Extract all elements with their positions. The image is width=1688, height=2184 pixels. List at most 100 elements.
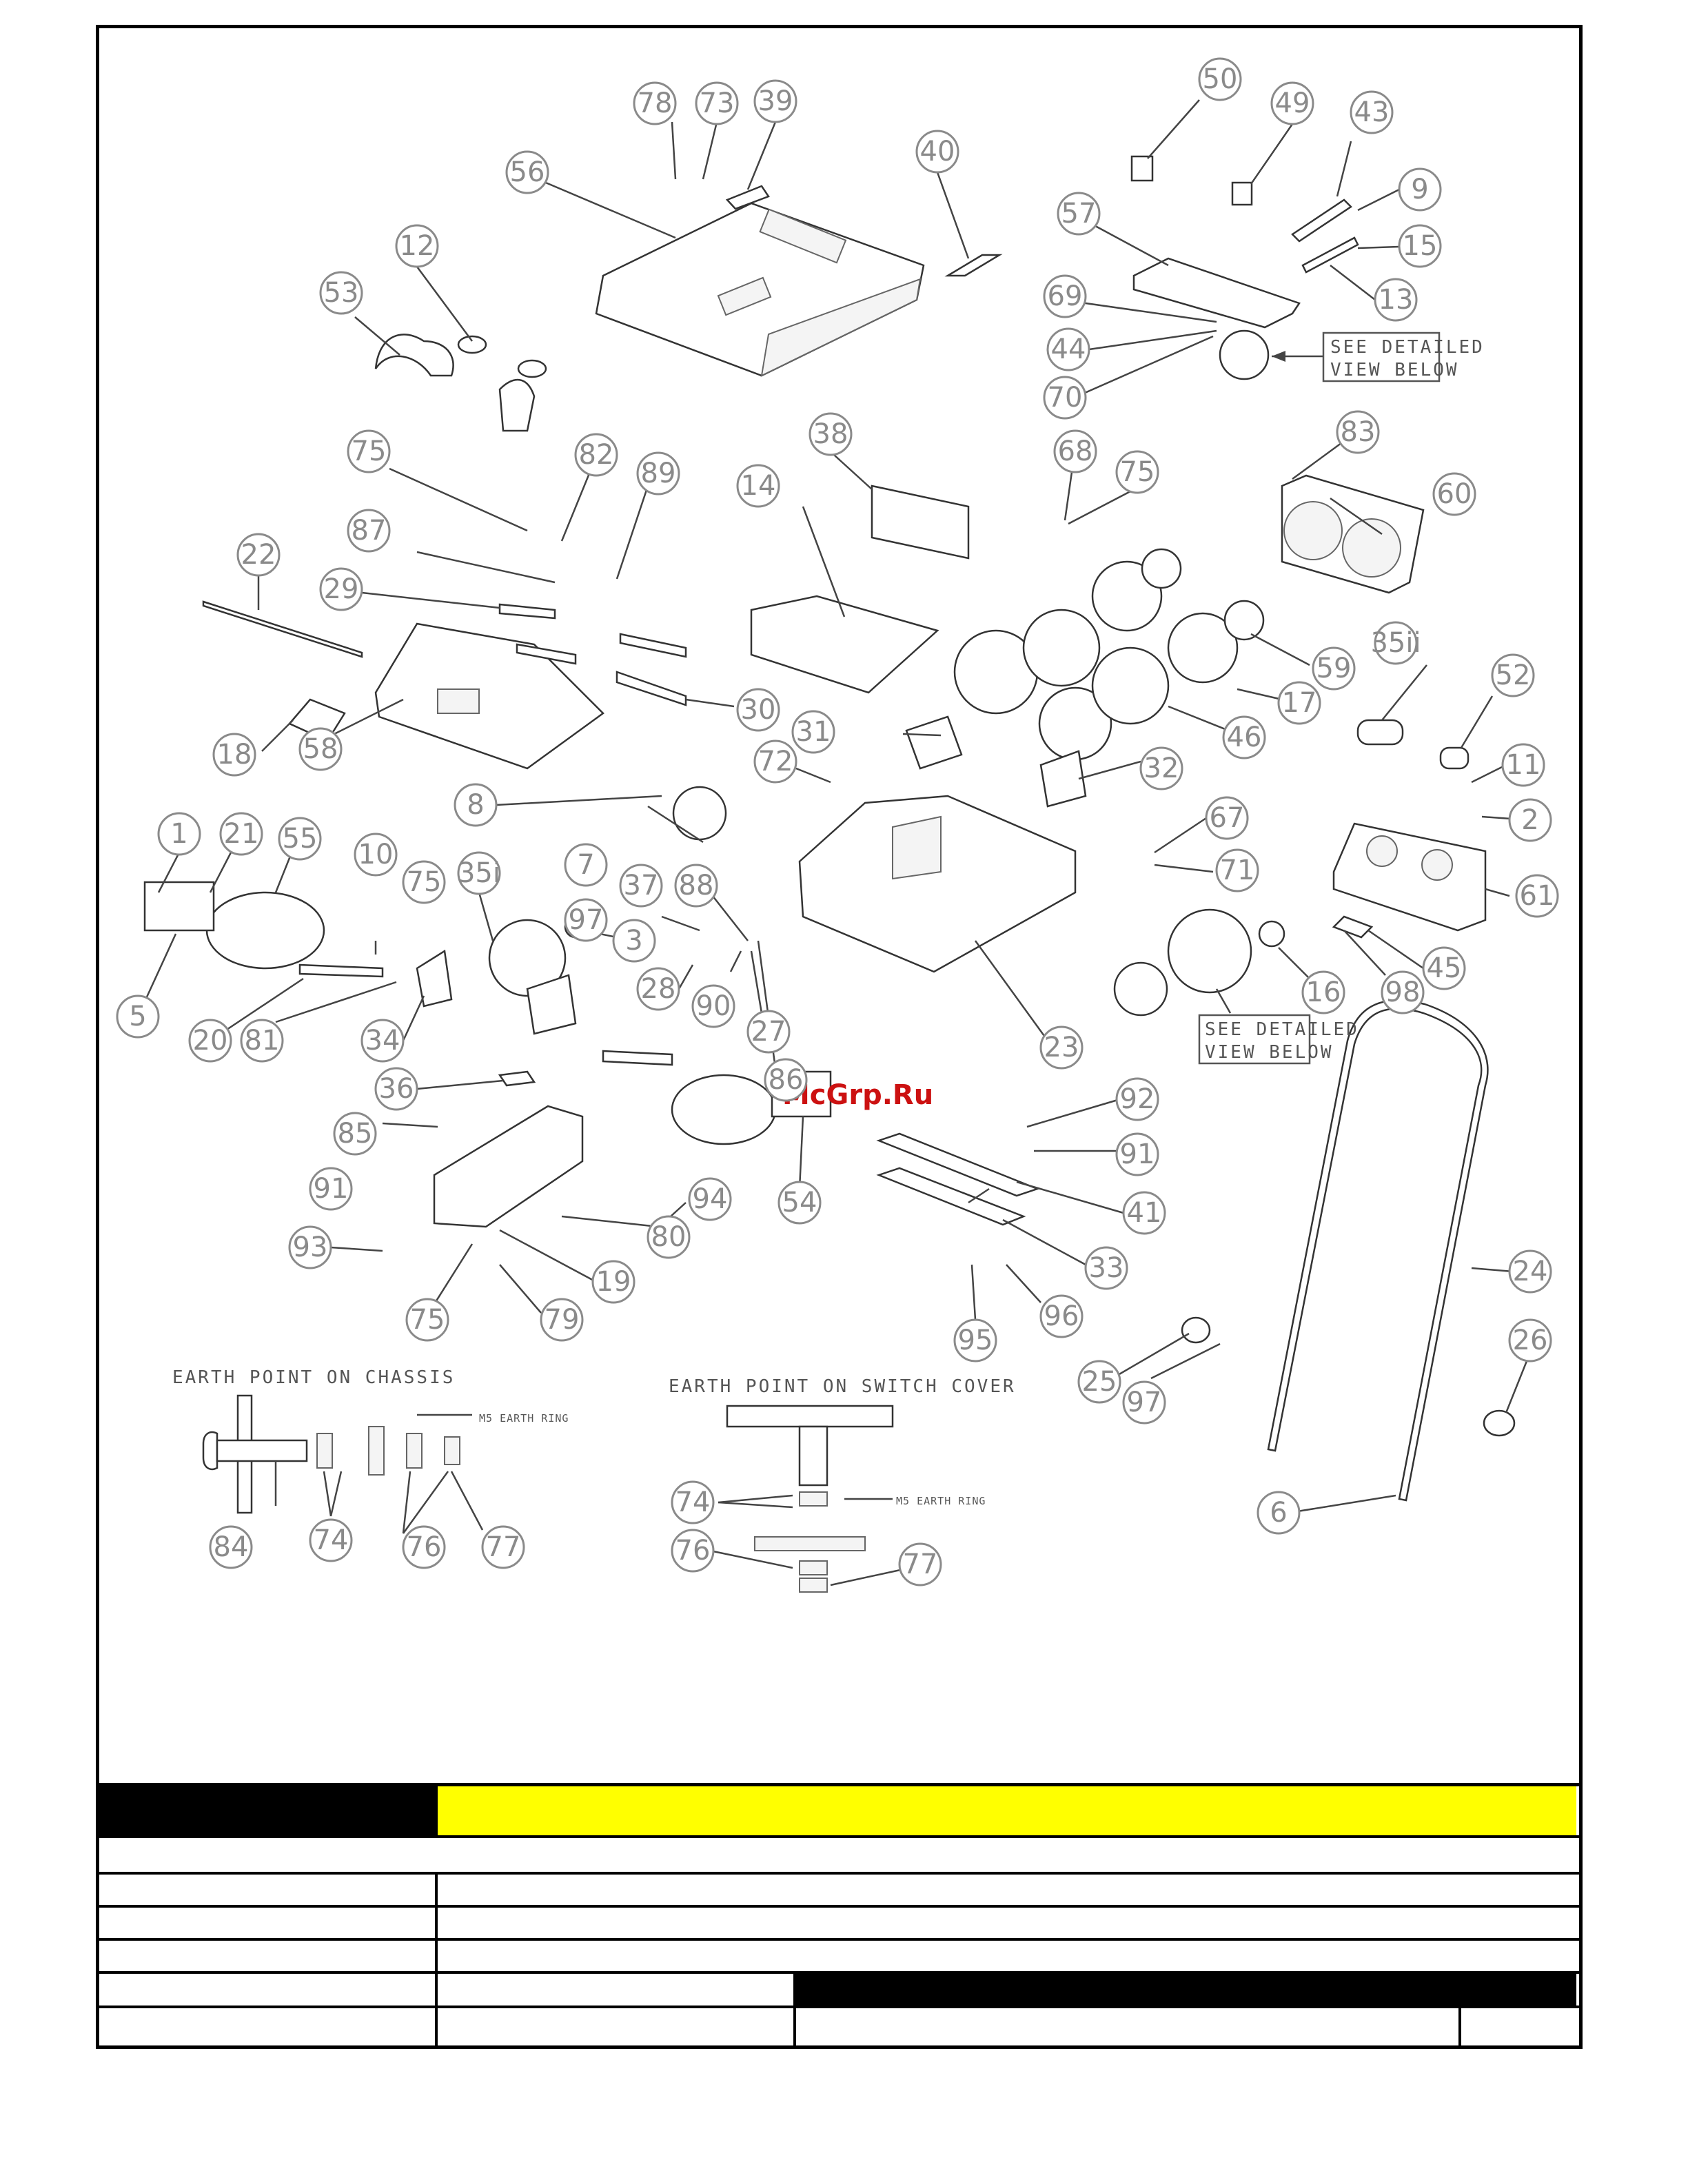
svg-text:16: 16 <box>1306 977 1341 1008</box>
svg-text:6: 6 <box>1270 1497 1287 1529</box>
svg-text:91: 91 <box>1120 1139 1155 1170</box>
callout-91-left: 91 <box>309 1167 353 1211</box>
chassis-23 <box>798 795 1077 973</box>
svg-text:94: 94 <box>693 1183 728 1215</box>
bracket-29b <box>516 643 577 665</box>
detail-note-bottom-line2: VIEW BELOW <box>1205 1042 1334 1063</box>
svg-text:83: 83 <box>1341 416 1376 448</box>
svg-text:25: 25 <box>1082 1366 1117 1398</box>
callout-78: 78 <box>633 81 677 125</box>
svg-text:40: 40 <box>920 136 955 167</box>
callout-84: 84 <box>209 1525 253 1569</box>
info-row-5-value <box>438 2008 796 2049</box>
callout-74-chassis: 74 <box>309 1518 353 1562</box>
switch-cover-57 <box>1132 257 1301 329</box>
callout-75-mid: 75 <box>1115 450 1159 494</box>
svg-text:55: 55 <box>283 823 318 855</box>
callout-58: 58 <box>298 727 343 771</box>
svg-text:36: 36 <box>379 1073 414 1105</box>
earth-ring-right <box>754 1536 866 1551</box>
knob-26 <box>1483 1409 1516 1437</box>
cover-logo <box>759 208 847 264</box>
motor-bracket-34 <box>416 949 453 1008</box>
watermark: McGrp.Ru <box>782 1079 933 1111</box>
callout-40: 40 <box>915 130 959 174</box>
callout-77-chassis: 77 <box>481 1525 525 1569</box>
svg-text:28: 28 <box>641 973 676 1005</box>
motor-ring-17 <box>1167 612 1239 684</box>
detail-note-bottom-line1: SEE DETAILED <box>1205 1019 1359 1040</box>
control-box-61 <box>1332 822 1487 932</box>
callout-12: 12 <box>395 224 439 268</box>
bracket-30a <box>619 633 687 658</box>
callout-39: 39 <box>753 79 797 123</box>
callout-25: 25 <box>1077 1360 1121 1404</box>
callout-22: 22 <box>236 533 281 577</box>
callout-32: 32 <box>1139 746 1183 790</box>
vacuum-motor-46 <box>1091 646 1170 725</box>
brush-55 <box>205 891 325 970</box>
callout-73: 73 <box>695 81 739 125</box>
chassis-grille <box>892 815 942 880</box>
handle-24 <box>1267 999 1489 1502</box>
earth-stud <box>798 1425 828 1487</box>
callout-92: 92 <box>1115 1077 1159 1121</box>
callout-52: 52 <box>1491 653 1535 697</box>
svg-text:50: 50 <box>1203 63 1238 95</box>
shaft-20 <box>298 963 384 978</box>
callout-33: 33 <box>1084 1246 1128 1290</box>
svg-text:97: 97 <box>1127 1387 1162 1418</box>
washer-74b <box>799 1491 828 1507</box>
svg-text:15: 15 <box>1403 230 1438 262</box>
callout-24: 24 <box>1508 1249 1552 1294</box>
callout-54: 54 <box>777 1181 822 1225</box>
callouts: 1 2 3 5 6 7 8 9 10 11 12 13 14 15 16 17 … <box>116 57 1559 1586</box>
pad-36 <box>498 1070 536 1087</box>
grommet-16 <box>1258 920 1285 948</box>
callout-29: 29 <box>319 567 363 611</box>
svg-text:9: 9 <box>1411 174 1428 205</box>
svg-text:77: 77 <box>903 1549 938 1580</box>
callout-5: 5 <box>116 994 160 1039</box>
svg-text:14: 14 <box>741 470 776 502</box>
callout-46: 46 <box>1222 715 1266 759</box>
nut-77b <box>799 1578 828 1593</box>
svg-text:85: 85 <box>338 1118 373 1150</box>
svg-text:97: 97 <box>569 904 604 936</box>
svg-text:72: 72 <box>758 746 793 777</box>
callout-86: 86 <box>764 1058 808 1102</box>
svg-text:82: 82 <box>579 439 614 471</box>
svg-text:77: 77 <box>486 1531 521 1563</box>
callout-96: 96 <box>1039 1294 1084 1338</box>
motor-mount <box>526 974 577 1035</box>
capacitor-52 <box>1439 746 1470 770</box>
info-row-2-label <box>96 1908 438 1938</box>
info-row-2 <box>96 1908 1583 1941</box>
svg-text:31: 31 <box>796 716 831 748</box>
svg-text:44: 44 <box>1051 334 1086 365</box>
svg-text:22: 22 <box>241 539 276 571</box>
svg-text:52: 52 <box>1496 660 1531 691</box>
callout-97-knob: 97 <box>1122 1380 1166 1425</box>
svg-text:78: 78 <box>638 88 673 119</box>
svg-text:68: 68 <box>1058 436 1093 467</box>
exploded-parts-diagram: SEE DETAILED VIEW BELOW SEE DETAILED VIE… <box>116 57 1559 1593</box>
motor-plate-hole-right <box>1342 518 1401 578</box>
svg-text:38: 38 <box>813 418 848 450</box>
svg-text:80: 80 <box>651 1221 687 1253</box>
callout-83: 83 <box>1336 410 1380 454</box>
svg-text:90: 90 <box>696 990 731 1022</box>
hose-53 <box>374 334 454 377</box>
callout-37: 37 <box>619 864 663 908</box>
callout-74-switch: 74 <box>671 1480 715 1524</box>
callout-61: 61 <box>1515 874 1559 918</box>
svg-text:8: 8 <box>467 789 484 821</box>
svg-text:1: 1 <box>170 818 187 850</box>
callout-36: 36 <box>374 1067 418 1111</box>
callout-31: 31 <box>791 710 835 754</box>
brush-rear <box>671 1074 777 1145</box>
title-black-cell <box>96 1786 438 1835</box>
callout-53: 53 <box>319 271 363 315</box>
callout-57: 57 <box>1057 192 1101 236</box>
svg-text:75: 75 <box>407 866 442 898</box>
